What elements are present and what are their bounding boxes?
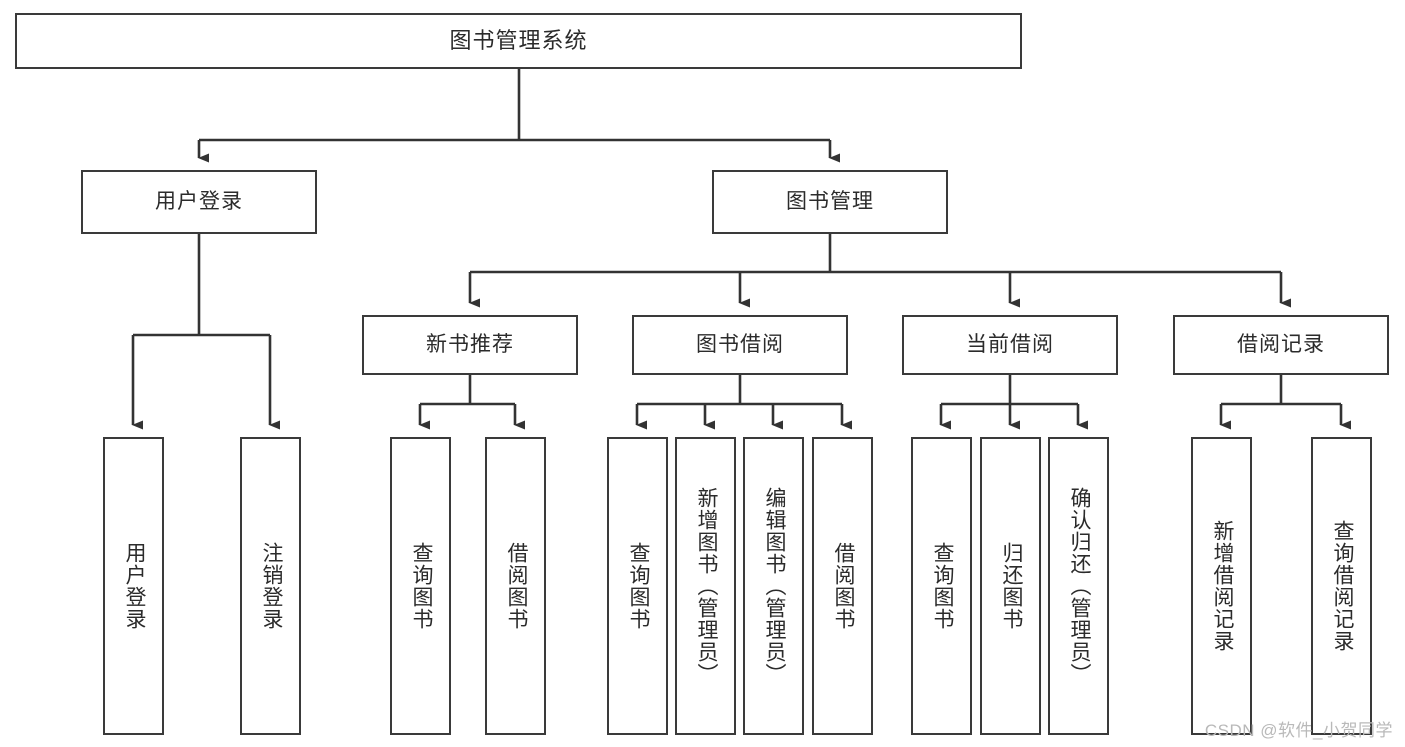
leaf-borrow-record-query[interactable]: 查询借阅记录 <box>1311 437 1372 735</box>
node-user-login[interactable]: 用户登录 <box>81 170 317 234</box>
leaf-user-login-logout[interactable]: 注销登录 <box>240 437 301 735</box>
node-book-borrow[interactable]: 图书借阅 <box>632 315 848 375</box>
leaf-current-borrow-confirm-admin[interactable]: 确认归还（管理员） <box>1048 437 1109 735</box>
node-root-system[interactable]: 图书管理系统 <box>15 13 1022 69</box>
node-new-book-recommend[interactable]: 新书推荐 <box>362 315 578 375</box>
csdn-watermark: CSDN @软件_小贺同学 <box>1204 721 1393 740</box>
leaf-book-borrow-add-admin[interactable]: 新增图书（管理员） <box>675 437 736 735</box>
leaf-book-borrow-borrow[interactable]: 借阅图书 <box>812 437 873 735</box>
leaf-new-book-borrow[interactable]: 借阅图书 <box>485 437 546 735</box>
node-borrow-record[interactable]: 借阅记录 <box>1173 315 1389 375</box>
node-current-borrow[interactable]: 当前借阅 <box>902 315 1118 375</box>
leaf-new-book-query[interactable]: 查询图书 <box>390 437 451 735</box>
leaf-user-login-login[interactable]: 用户登录 <box>103 437 164 735</box>
node-book-management[interactable]: 图书管理 <box>712 170 948 234</box>
leaf-borrow-record-add[interactable]: 新增借阅记录 <box>1191 437 1252 735</box>
leaf-book-borrow-query[interactable]: 查询图书 <box>607 437 668 735</box>
leaf-book-borrow-edit-admin[interactable]: 编辑图书（管理员） <box>743 437 804 735</box>
leaf-current-borrow-query[interactable]: 查询图书 <box>911 437 972 735</box>
leaf-current-borrow-return[interactable]: 归还图书 <box>980 437 1041 735</box>
